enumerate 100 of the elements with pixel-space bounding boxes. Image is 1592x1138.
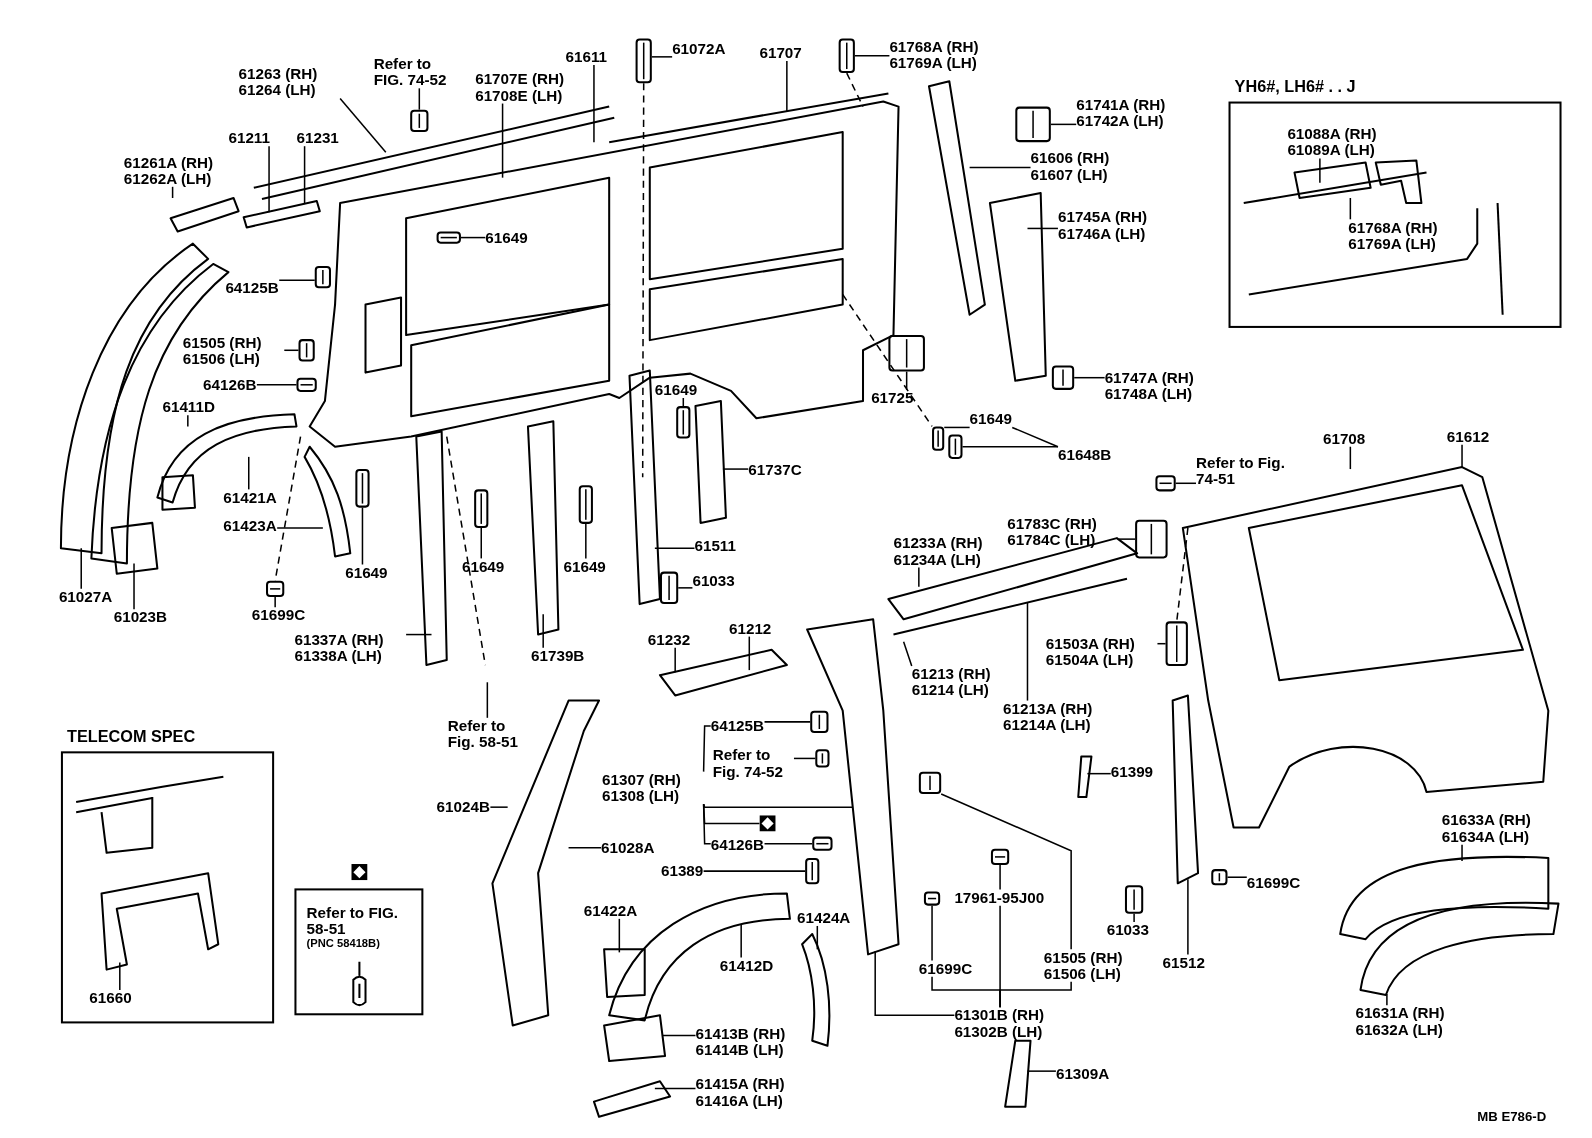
part-number: 61213 (RH) 61214 (LH) — [911, 666, 1014, 699]
part-number: 61389 — [660, 863, 704, 880]
part-number: Refer to Fig. 74-51 — [1196, 454, 1288, 488]
part-number: 61631A (RH) 61632A (LH) — [1355, 1005, 1468, 1038]
part-number: 61088A (RH) 61089A (LH) — [1287, 125, 1400, 159]
part-number: 61649 — [461, 558, 505, 575]
leader-line — [1133, 913, 1135, 923]
leader-line — [702, 803, 712, 845]
leader-line — [654, 1087, 697, 1090]
leader-line — [677, 587, 694, 589]
leader-line — [460, 236, 487, 239]
part-number: 61505 (RH) 61506 (LH) — [1043, 949, 1146, 982]
part-number: 61309A — [1055, 1066, 1110, 1083]
part-number: 61699C — [251, 607, 306, 624]
part-number: 61263 (RH) 61264 (LH) — [238, 66, 341, 99]
leader-line — [702, 870, 806, 872]
part-number: 64126B — [203, 376, 257, 393]
part-number: 61633A (RH) 61634A (LH) — [1441, 812, 1554, 845]
leader-line — [1226, 876, 1248, 878]
leader-line — [1174, 482, 1197, 485]
leader-line — [303, 145, 306, 205]
leader-line — [1086, 772, 1112, 775]
part-number: 61023B — [113, 609, 168, 626]
leader-line — [361, 506, 364, 566]
part-number: 61503A (RH) 61504A (LH) — [1045, 635, 1158, 669]
part-drawing — [1211, 869, 1228, 886]
part-number: 61233A (RH) 61234A (LH) — [893, 535, 1006, 568]
leader-line — [1461, 443, 1463, 468]
part-number: 61511 — [694, 538, 736, 555]
leader-line — [674, 647, 676, 673]
part-number: 61213A (RH) 61214A (LH) — [1003, 700, 1115, 734]
part-drawing — [815, 749, 830, 768]
part-drawing — [990, 848, 1010, 866]
part-number: 61421A — [223, 489, 277, 506]
part-drawing — [1124, 885, 1144, 914]
part-number: 61699C — [918, 960, 973, 977]
leader-line — [1349, 197, 1352, 221]
part-number: 61232 — [647, 631, 691, 648]
leader-line — [999, 864, 1001, 891]
part-drawing — [838, 38, 855, 74]
part-drawing — [1135, 519, 1168, 559]
part-number: 64125B — [710, 717, 765, 735]
leader-line — [654, 547, 696, 549]
part-drawing — [355, 469, 370, 508]
part-number: 61611 — [565, 48, 608, 65]
leader-line — [702, 803, 854, 808]
part-drawing — [1015, 106, 1051, 143]
part-drawing — [932, 426, 945, 451]
part-drawing — [635, 38, 652, 84]
part-number: 61741A (RH) 61742A (LH) — [1076, 96, 1188, 129]
part-number: 61512 — [1162, 954, 1205, 971]
leader-line — [1156, 642, 1167, 645]
leader-line — [816, 925, 819, 951]
leader-line — [1050, 123, 1077, 126]
part-number: 61337A (RH) 61338A (LH) — [294, 631, 407, 664]
leader-line — [661, 1034, 697, 1037]
part-number: 61649 — [969, 411, 1012, 428]
leader-line — [1073, 376, 1106, 379]
part-number: 61660 — [89, 989, 132, 1007]
leader-line — [1026, 227, 1059, 230]
part-number: 61033 — [692, 572, 735, 589]
inset-title: YH6#, LH6# . . J — [1234, 79, 1356, 96]
part-drawing — [296, 377, 317, 392]
leader-line — [940, 793, 1072, 951]
part-number: 61505 (RH) 61506 (LH) — [182, 335, 285, 368]
part-drawing — [410, 109, 429, 132]
part-number: 61231 — [296, 129, 339, 147]
part-number: 61649 — [345, 564, 388, 581]
part-number: 61768A (RH) 61769A (LH) — [889, 38, 1002, 72]
note-box — [294, 888, 424, 1016]
leader-line — [542, 613, 544, 649]
leader-line — [171, 186, 174, 199]
part-number: 61261A (RH) 61262A (LH) — [123, 154, 222, 187]
part-number: 61725 — [871, 389, 914, 407]
part-number: 61707 — [759, 44, 802, 61]
diamond-mark-icon — [759, 815, 776, 832]
leader-line — [1026, 601, 1029, 702]
part-number: 61707E (RH) 61708E (LH) — [475, 71, 587, 104]
leader-line — [486, 681, 489, 719]
leader-line — [1118, 538, 1136, 540]
part-drawing — [918, 771, 942, 794]
leader-line — [702, 725, 712, 773]
leader-line — [931, 904, 933, 962]
leader-line — [1319, 157, 1321, 184]
part-drawing — [314, 266, 331, 289]
leader-line — [722, 468, 750, 470]
inset-title: TELECOM SPEC — [67, 729, 196, 746]
leader-line — [187, 414, 189, 428]
part-number: 61072A — [672, 40, 726, 57]
leader-line — [1461, 843, 1463, 862]
part-number: 61424A — [797, 909, 851, 926]
leader-line — [763, 721, 811, 723]
leader-line — [1026, 1070, 1057, 1072]
part-drawing — [1165, 621, 1188, 667]
part-number: 61415A (RH) 61416A (LH) — [695, 1076, 808, 1109]
part-drawing — [676, 406, 691, 439]
part-number: 61699C — [1246, 875, 1301, 892]
leader-line — [902, 640, 913, 667]
leader-line — [480, 527, 482, 560]
part-number: 61747A (RH) 61748A (LH) — [1104, 369, 1217, 403]
